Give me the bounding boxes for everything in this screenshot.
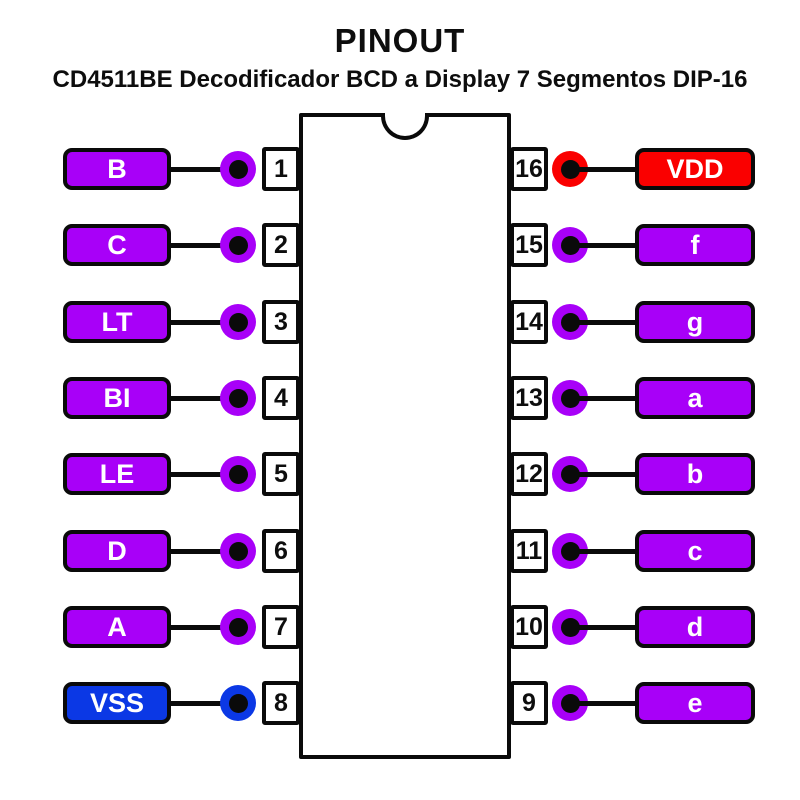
- pin-number-box: 15: [510, 223, 548, 267]
- pin-number-box: 7: [262, 605, 300, 649]
- pin-number-box: 3: [262, 300, 300, 344]
- pin-number-box: 1: [262, 147, 300, 191]
- pin-dot: [228, 312, 248, 332]
- pin-label-f: f: [635, 224, 755, 266]
- pin-label-a: a: [635, 377, 755, 419]
- wire: [168, 167, 240, 172]
- ic-package-body: [299, 113, 511, 759]
- pin-pad-circle: [220, 304, 256, 340]
- wire: [168, 472, 240, 477]
- pin-dot: [228, 617, 248, 637]
- pin-label-D: D: [63, 530, 171, 572]
- wire: [168, 549, 240, 554]
- pin-number-box: 14: [510, 300, 548, 344]
- page-title: PINOUT: [334, 22, 466, 59]
- wire: [168, 243, 240, 248]
- pin-number-box: 10: [510, 605, 548, 649]
- wire: [566, 701, 638, 706]
- pin-label-LT: LT: [63, 301, 171, 343]
- pin-label-d: d: [635, 606, 755, 648]
- pin-pad-circle: [220, 456, 256, 492]
- pin-dot: [228, 235, 248, 255]
- pin-pad-circle: [220, 685, 256, 721]
- pin-pad-circle: [220, 533, 256, 569]
- pin-pad-circle: [220, 380, 256, 416]
- pin-row: LT 3 14 g: [0, 300, 800, 344]
- pin-label-B: B: [63, 148, 171, 190]
- pin-row: C 2 15 f: [0, 223, 800, 267]
- pin-number-box: 12: [510, 452, 548, 496]
- pin-number-box: 8: [262, 681, 300, 725]
- wire: [566, 625, 638, 630]
- pin-number-box: 2: [262, 223, 300, 267]
- wire: [168, 625, 240, 630]
- pin-number-box: 13: [510, 376, 548, 420]
- pin-label-c: c: [635, 530, 755, 572]
- pin-number-box: 5: [262, 452, 300, 496]
- pin-row: D 6 11 c: [0, 529, 800, 573]
- pin-label-g: g: [635, 301, 755, 343]
- pin-label-C: C: [63, 224, 171, 266]
- wire: [566, 549, 638, 554]
- wire: [566, 472, 638, 477]
- pin-number-box: 11: [510, 529, 548, 573]
- pin-row: VSS 8 9 e: [0, 681, 800, 725]
- pin-label-A: A: [63, 606, 171, 648]
- pin-number-box: 4: [262, 376, 300, 420]
- pin-row: B 1 16 VDD: [0, 147, 800, 191]
- pin-dot: [228, 388, 248, 408]
- wire: [566, 320, 638, 325]
- pin-label-LE: LE: [63, 453, 171, 495]
- pin-row: A 7 10 d: [0, 605, 800, 649]
- wire: [566, 167, 638, 172]
- pin-dot: [228, 159, 248, 179]
- pin-pad-circle: [220, 151, 256, 187]
- wire: [168, 320, 240, 325]
- pin-pad-circle: [220, 227, 256, 263]
- pin-row: LE 5 12 b: [0, 452, 800, 496]
- wire: [566, 243, 638, 248]
- pin-dot: [228, 464, 248, 484]
- wire: [168, 396, 240, 401]
- pin-label-b: b: [635, 453, 755, 495]
- pin-label-BI: BI: [63, 377, 171, 419]
- pin-number-box: 9: [510, 681, 548, 725]
- pin-row: BI 4 13 a: [0, 376, 800, 420]
- wire: [168, 701, 240, 706]
- page-subtitle: CD4511BE Decodificador BCD a Display 7 S…: [52, 66, 748, 93]
- pin-number-box: 16: [510, 147, 548, 191]
- wire: [566, 396, 638, 401]
- pin-dot: [228, 541, 248, 561]
- pin-dot: [228, 693, 248, 713]
- pin-number-box: 6: [262, 529, 300, 573]
- pin-label-VSS: VSS: [63, 682, 171, 724]
- pin-pad-circle: [220, 609, 256, 645]
- pin-label-VDD: VDD: [635, 148, 755, 190]
- pin-label-e: e: [635, 682, 755, 724]
